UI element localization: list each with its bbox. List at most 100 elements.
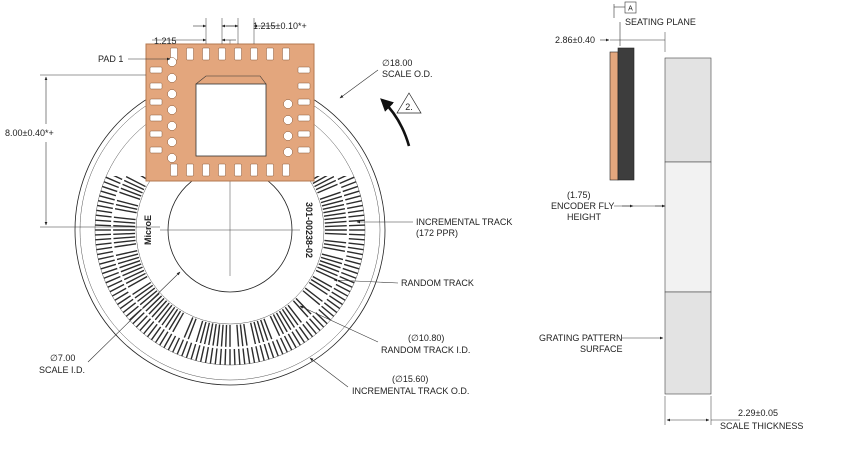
sensor-window: [195, 83, 267, 157]
random-track-line: [148, 297, 165, 315]
side-view: A SEATING PLANE 2.86±0.40 (1.75) ENCODER…: [539, 1, 803, 431]
random-track-line: [269, 315, 281, 337]
random-track-line: [321, 253, 344, 261]
sensor-pad: [297, 66, 311, 74]
random-track-line: [123, 269, 145, 281]
random-track-line: [151, 300, 168, 318]
random-track-line: [324, 220, 347, 224]
sensor-via: [167, 89, 177, 99]
incremental-track-line: [113, 176, 123, 181]
incremental-track-line: [100, 190, 117, 197]
random-track-line: [323, 243, 346, 248]
sensor-pads: [149, 47, 311, 177]
random-track-line: [119, 191, 141, 200]
random-track-line: [260, 319, 269, 341]
incremental-track-line: [96, 246, 113, 251]
incremental-track-line: [117, 295, 132, 306]
sensor-pad: [266, 47, 274, 61]
incremental-track-line: [97, 250, 114, 256]
random-track-line: [321, 199, 344, 207]
sensor-pad: [282, 163, 290, 177]
incremental-track-line: [255, 346, 261, 362]
random-track-line: [113, 236, 136, 240]
scale-id-line1: ∅7.00: [50, 353, 75, 363]
incremental-track-line: [267, 342, 275, 358]
pad-pitch-dimensions: 1.215±0.10*+ 1.215: [152, 18, 307, 46]
random-track-line: [115, 249, 138, 257]
sensor-via: [167, 153, 177, 163]
incremental-track-line: [343, 190, 360, 197]
incremental-track-line: [185, 342, 193, 358]
incremental-track-line: [132, 312, 145, 325]
random-track-line: [239, 324, 244, 347]
sensor-pad: [297, 98, 311, 106]
random-track-line: [145, 295, 163, 312]
scale-thickness-line2: SCALE THICKNESS: [720, 421, 803, 431]
random-track-line: [157, 304, 173, 324]
scale-thickness-line1: 2.29±0.05: [738, 408, 778, 418]
rotation-arrow: [380, 98, 411, 147]
random-track-line: [320, 256, 343, 265]
random-track-line: [263, 318, 273, 340]
incremental-track-line: [120, 151, 133, 160]
random-track-line: [113, 216, 136, 221]
random-track-line: [323, 208, 346, 214]
incremental-track-line: [336, 176, 337, 177]
random-track-line: [323, 246, 346, 252]
scale-edge-top: [664, 57, 712, 163]
incremental-track-line: [109, 283, 125, 293]
random-track-line: [123, 179, 145, 191]
sensor-pad: [149, 146, 163, 154]
incremental-track-line: [167, 335, 177, 351]
random-track-line: [125, 272, 146, 285]
incremental-track-line: [344, 259, 361, 265]
random-track-line: [320, 195, 343, 204]
incremental-track-line: [271, 340, 279, 357]
random-track-line: [314, 176, 335, 188]
random-track-line: [212, 323, 217, 346]
incremental-track-line: [347, 246, 364, 251]
incremental-track-line: [125, 305, 139, 317]
incremental-track-line: [233, 348, 236, 365]
random-track-line: [183, 317, 194, 338]
incremental-track-line: [163, 333, 173, 349]
random-track-line: [139, 290, 158, 306]
incremental-track-line: [333, 287, 349, 297]
random-track-line: [122, 183, 143, 194]
sensor-via: [167, 105, 177, 115]
incremental-track-line1: INCREMENTAL TRACK: [416, 217, 512, 227]
incremental-track-line: [112, 164, 126, 172]
sensor-pad: [218, 47, 226, 61]
incremental-track-line: [323, 302, 338, 314]
random-track-line: [249, 322, 257, 345]
sensor-pad: [202, 163, 210, 177]
random-track-line: [281, 308, 296, 328]
random-track-line: [324, 225, 347, 228]
datum-letter: A: [628, 6, 633, 13]
sensor-pad: [234, 47, 242, 61]
incremental-track-line: [319, 140, 331, 151]
random-track-line: [113, 220, 136, 224]
random-track-line: [195, 320, 204, 343]
incremental-track-line: [302, 323, 314, 338]
incremental-track-line: [287, 333, 297, 349]
incremental-track-line: [346, 250, 363, 256]
incremental-track-line: [283, 335, 293, 351]
random-track-line: [120, 263, 142, 273]
height-dim-text: 8.00±0.40*+: [5, 128, 54, 138]
random-track-line: [324, 232, 347, 235]
sensor-pad: [186, 47, 194, 61]
random-track-line: [304, 287, 324, 303]
random-track-line: [116, 199, 139, 207]
random-track-line: [114, 208, 137, 214]
sensor-via: [167, 121, 177, 131]
incremental-track-line: [98, 199, 114, 205]
incremental-track-line: [348, 219, 365, 223]
incremental-track-line: [97, 204, 114, 210]
sensor-pad: [250, 47, 258, 61]
incremental-track-line: [117, 156, 130, 165]
random-track-line: [256, 320, 265, 343]
sensor-pad: [266, 163, 274, 177]
incremental-track-line: [123, 147, 136, 157]
incremental-track-line: [246, 347, 251, 364]
